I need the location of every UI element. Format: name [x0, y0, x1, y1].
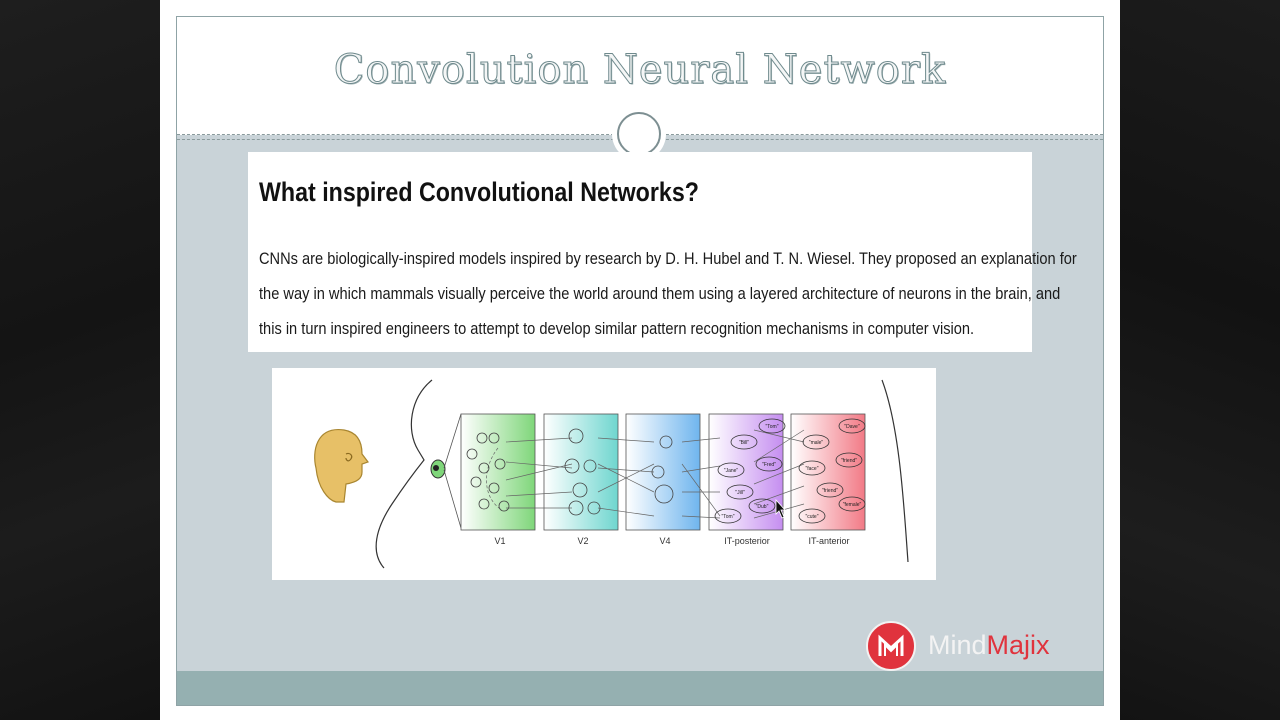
neuron-ellipse: [798, 508, 826, 524]
neuron-ellipse: [717, 462, 745, 478]
neuron-ellipse: [755, 456, 783, 472]
stage-label: V1: [494, 536, 505, 546]
presentation-slide: Convolution Neural Network What inspired…: [160, 0, 1120, 720]
neuron-label: "Dub": [756, 504, 769, 510]
body-line: CNNs are biologically-inspired models in…: [259, 249, 1077, 268]
stage-label: IT-anterior: [808, 536, 849, 546]
neuron-label: "Dave": [844, 424, 859, 430]
neuron-ellipse: [748, 498, 776, 514]
neuron-label: "face": [805, 466, 818, 472]
neuron-label: "friend": [822, 488, 838, 494]
divider-circle-ornament: [617, 112, 661, 156]
footer-bar: [177, 671, 1103, 705]
neuron-ellipse: [798, 460, 826, 476]
text-card: What inspired Convolutional Networks? CN…: [248, 152, 1077, 352]
neuron-label: "cute": [805, 514, 818, 520]
neuron-ellipse: [835, 452, 863, 468]
neuron-ellipse: [714, 508, 742, 524]
body-line: the way in which mammals visually percei…: [259, 284, 1061, 303]
neuron-ellipse: [726, 484, 754, 500]
brand-logo: MindMajix: [866, 621, 1096, 671]
stage-label: V4: [659, 536, 670, 546]
visual-pathway-diagram: "Tom" "Bill" "Fred" "Jane" "Jill" "Dub" "Tom" "…: [314, 379, 909, 569]
background-right: [1120, 0, 1280, 720]
neuron-ellipse: [758, 418, 786, 434]
neuron-label: "Bill": [739, 440, 749, 446]
visual-pathway-figure: "Tom" "Bill" "Fred" "Jane" "Jill" "Dub" "Tom" "…: [272, 368, 936, 580]
face-profile-outline: [375, 379, 433, 569]
neuron-label: "Tom": [722, 514, 735, 520]
slide-title: Convolution Neural Network: [333, 47, 947, 94]
slide-frame: Convolution Neural Network What inspired…: [176, 16, 1104, 706]
card-heading: What inspired Convolutional Networks?: [259, 177, 699, 207]
neuron-ellipse: [730, 434, 758, 450]
neuron-label: "friend": [841, 458, 857, 464]
neuron-ellipse: [838, 418, 866, 434]
background-left: [0, 0, 160, 720]
stage-label: IT-posterior: [724, 536, 770, 546]
neuron-ellipse: [802, 434, 830, 450]
stage-panel: [543, 413, 619, 531]
mouse-cursor-icon: [775, 498, 786, 519]
mindmajix-logo-icon: [866, 621, 916, 671]
brand-name: MindMajix: [928, 630, 1050, 661]
neuron-label: "Fred": [762, 462, 776, 468]
stage-label: V2: [577, 536, 588, 546]
stage-panel: [460, 413, 536, 531]
bracket-line: [881, 379, 909, 563]
card-body: CNNs are biologically-inspired models in…: [259, 241, 1077, 346]
stage-panel: [708, 413, 784, 531]
body-line: this in turn inspired engineers to attem…: [259, 319, 975, 338]
neuron-label: "Jane": [724, 468, 739, 474]
receptive-field-circles: [466, 428, 674, 516]
neuron-label: "male": [809, 440, 824, 446]
head-icon: [314, 429, 369, 503]
neuron-label: "Jill": [735, 490, 745, 496]
brand-name-part1: Mind: [928, 630, 987, 660]
connection-lines: [486, 429, 805, 519]
neuron-ellipse: [838, 496, 866, 512]
neuron-label: "female": [843, 502, 862, 508]
neuron-label: "Tom": [766, 424, 779, 430]
neuron-ellipse: [816, 482, 844, 498]
stage-panel: [625, 413, 701, 531]
brand-name-part2: Majix: [986, 630, 1050, 660]
